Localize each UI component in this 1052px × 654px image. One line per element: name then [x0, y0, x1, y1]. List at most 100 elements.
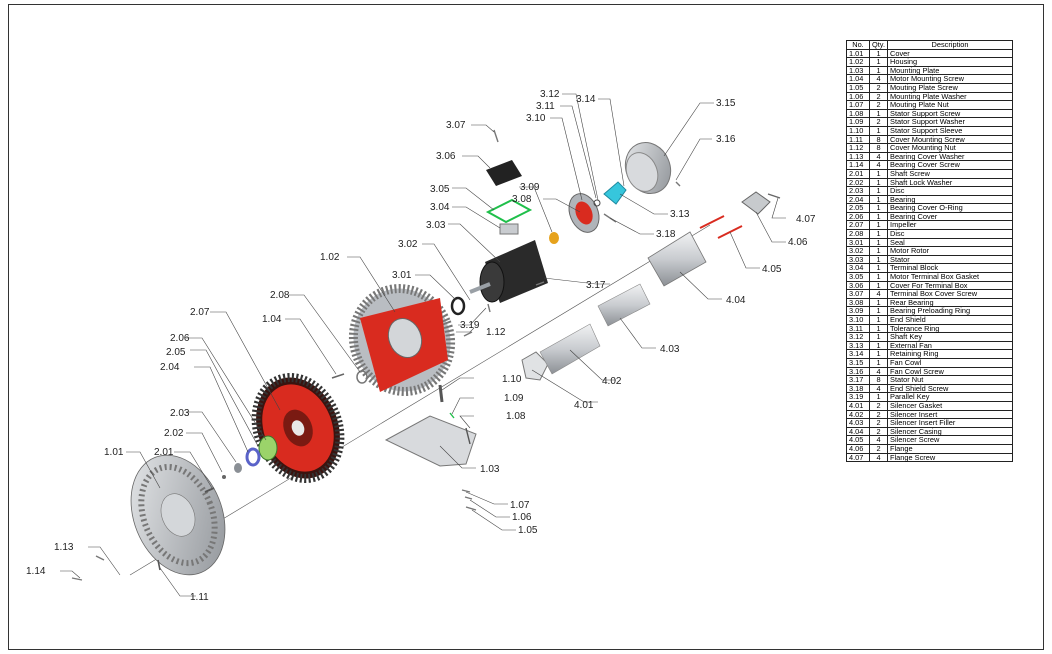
callout-1-03: 1.03	[480, 464, 500, 475]
description-cell: Bearing Cover O-Ring	[887, 203, 1014, 213]
silencer-filler-part-4-03	[597, 283, 651, 327]
quantity-cell: 1	[868, 229, 889, 239]
description-cell: Mounting Plate Washer	[887, 91, 1014, 102]
description-cell: Terminal Box Cover Screw	[887, 289, 1014, 299]
callout-3-16: 3.16	[716, 134, 736, 145]
callout-3-14: 3.14	[576, 94, 596, 105]
fan-cowl-part-3-15	[624, 142, 672, 194]
callout-3-11: 3.11	[536, 101, 555, 112]
callout-4-06: 4.06	[788, 237, 808, 248]
callout-3-10: 3.10	[526, 113, 546, 124]
quantity-cell: 1	[868, 315, 889, 325]
part-number-cell: 3.12	[846, 332, 870, 342]
description-cell: Disc	[887, 186, 1014, 196]
quantity-cell: 2	[868, 418, 889, 428]
description-cell: Disc	[887, 229, 1014, 239]
fan-cowl-screw-part-3-16	[675, 181, 681, 187]
bearing-cover-part-2-06	[258, 435, 278, 461]
description-cell: Shaft Screw	[887, 168, 1014, 179]
silencer-gasket-part-4-01	[521, 351, 549, 381]
gasket-part-3-05	[485, 198, 533, 224]
callout-4-04: 4.04	[726, 295, 746, 306]
callout-3-08: 3.08	[512, 194, 532, 205]
callout-3-17: 3.17	[586, 280, 606, 291]
description-cell: Shaft Lock Washer	[887, 177, 1014, 188]
silencer-casing-part-4-04	[647, 231, 707, 287]
terminal-cover-part-3-06	[486, 160, 522, 186]
silencer-insert-part-4-02	[539, 323, 601, 375]
part-number-cell: 1.02	[846, 57, 870, 67]
impeller-part-2-07	[251, 373, 345, 483]
shaft-washer-part-2-02	[222, 475, 226, 479]
callout-3-06: 3.06	[436, 151, 456, 162]
callout-1-06: 1.06	[512, 512, 532, 523]
part-number-cell: 3.10	[846, 315, 870, 325]
quantity-cell: 1	[868, 272, 889, 282]
description-cell: Housing	[887, 57, 1014, 67]
silencer-screw-part-4-05a	[699, 215, 725, 229]
callout-2-06: 2.06	[170, 333, 190, 344]
callout-1-13: 1.13	[54, 542, 74, 553]
quantity-cell: 1	[868, 357, 889, 368]
motor-stator-part-3-03	[469, 240, 548, 303]
callout-4-07: 4.07	[796, 214, 816, 225]
callout-1-01: 1.01	[104, 447, 124, 458]
terminal-block-part-3-04	[499, 223, 519, 235]
description-cell: Bearing Cover Screw	[887, 160, 1014, 170]
callout-3-01: 3.01	[392, 270, 412, 281]
callout-1-10: 1.10	[502, 374, 522, 385]
screw-part-1-05	[465, 506, 477, 511]
part-number-cell: 1.07	[846, 100, 870, 110]
callout-3-07: 3.07	[446, 120, 466, 131]
callout-2-01: 2.01	[154, 447, 174, 458]
part-number-cell: 4.01	[846, 400, 870, 411]
quantity-cell: 1	[868, 168, 889, 179]
quantity-cell: 2	[868, 82, 889, 93]
description-cell: Silencer Gasket	[887, 400, 1014, 411]
callout-3-15: 3.15	[716, 98, 736, 109]
callout-3-19: 3.19	[460, 320, 480, 331]
callout-3-12: 3.12	[540, 89, 560, 100]
screw-part-1-14	[71, 577, 83, 581]
quantity-cell: 4	[868, 452, 889, 463]
callout-2-05: 2.05	[166, 347, 186, 358]
quantity-cell: 1	[868, 186, 889, 196]
disc-part-2-08	[356, 370, 368, 384]
description-cell: Shaft Key	[887, 332, 1014, 342]
callout-3-05: 3.05	[430, 184, 450, 195]
leader-lines	[60, 93, 786, 597]
callout-2-02: 2.02	[164, 428, 184, 439]
sleeve-part-1-10	[438, 384, 444, 403]
header-description: Description	[887, 40, 1014, 50]
description-cell: End Shield	[887, 315, 1014, 325]
quantity-cell: 8	[868, 143, 889, 153]
cover-part-1-01	[130, 454, 226, 576]
callout-1-09: 1.09	[504, 393, 524, 404]
housing-part-1-02	[348, 284, 456, 396]
part-number-cell: 4.03	[846, 418, 870, 428]
part-number-cell: 3.15	[846, 357, 870, 368]
part-number-cell: 2.03	[846, 186, 870, 196]
flange-screw-part-4-07	[767, 193, 781, 199]
parts-table-header-row: No. Qty. Description	[846, 40, 1014, 50]
seal-part-3-01	[450, 296, 466, 316]
header-no: No.	[846, 40, 870, 50]
